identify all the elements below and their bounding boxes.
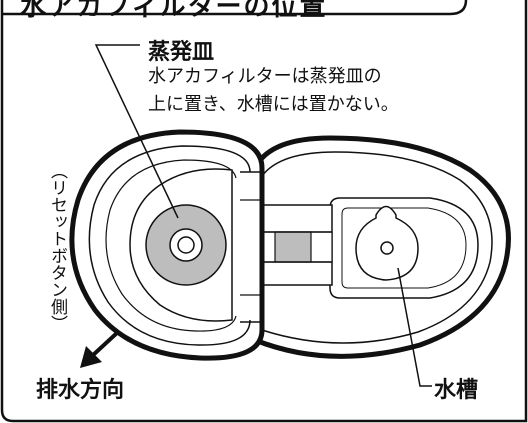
dish-housing-inner2 (105, 159, 237, 332)
drain-direction-label: 排水方向 (36, 378, 125, 403)
reset-button-side-label: （リセットボタン側） (47, 162, 67, 332)
connector-filter-band (274, 231, 312, 263)
note-line-1: 水アカフィルターは蒸発皿の (148, 66, 382, 87)
dish-leader-line (94, 44, 179, 219)
drain-arrow-head (80, 346, 102, 368)
tank-float-hole (380, 241, 394, 255)
tank-leader-line (397, 267, 432, 387)
filter-center-hole (177, 236, 195, 254)
tank-basin-inner (341, 207, 467, 289)
dish-label: 蒸発皿 (148, 40, 215, 65)
dish-housing-inner1 (88, 145, 251, 346)
title-box (2, 0, 468, 16)
note-line-2: 上に置き、水槽には置かない。 (148, 94, 399, 115)
drain-arrow-shaft (90, 330, 120, 358)
page-title: 水アカフィルターの位置 (20, 0, 328, 22)
tank-housing-outer (252, 135, 511, 359)
tank-label: 水槽 (434, 378, 479, 403)
tank-housing-inner (261, 151, 493, 344)
